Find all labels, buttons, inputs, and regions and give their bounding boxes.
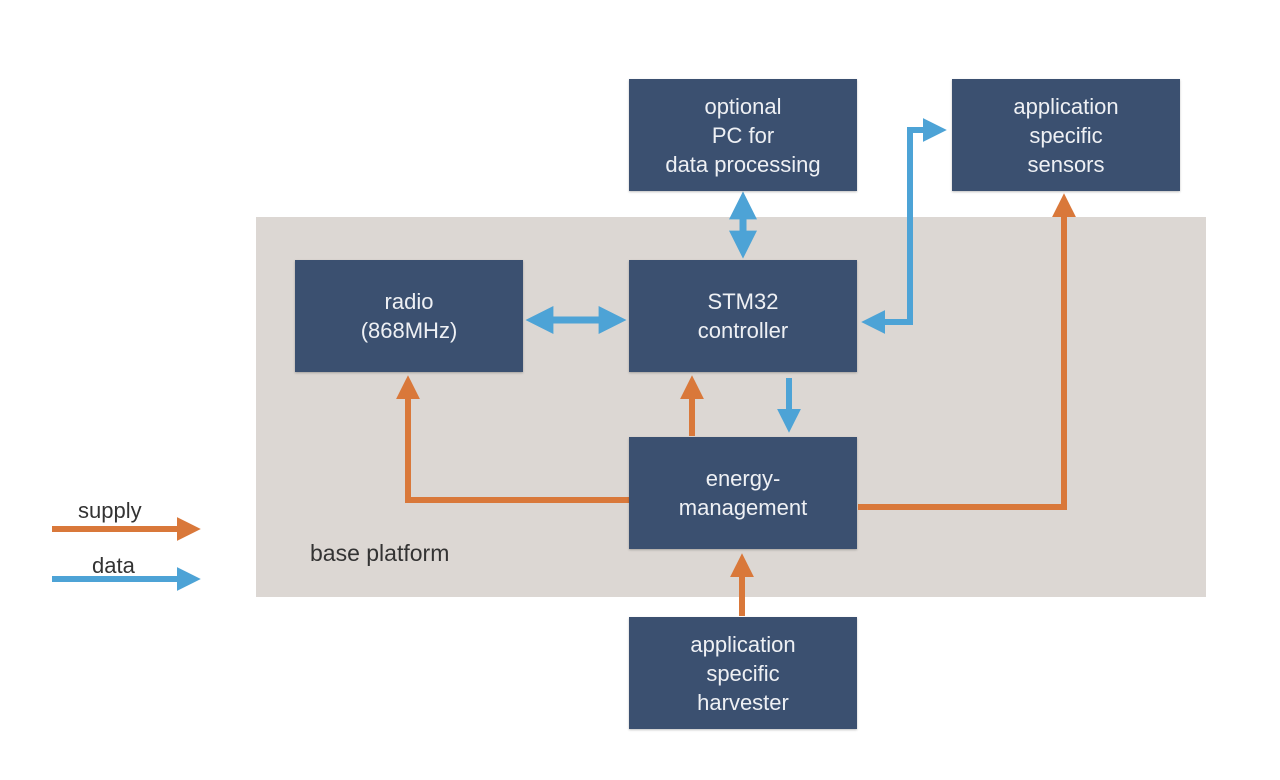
- link-controller-sensors: [861, 118, 947, 334]
- sensors-block: application specific sensors: [952, 79, 1180, 191]
- energy-management-block: energy-management: [629, 437, 857, 549]
- block-text-line: harvester: [697, 689, 789, 715]
- block-text-line: energy-: [705, 466, 781, 491]
- legend-supply-label: supply: [78, 498, 142, 523]
- block-text-line: sensors: [1027, 151, 1105, 177]
- block-text-line: application: [1013, 93, 1119, 119]
- radio-block: radio (868MHz): [295, 260, 523, 372]
- block-text-line: management: [678, 495, 808, 520]
- link-energy-radio: [396, 375, 630, 503]
- block-text-line: data processing: [665, 151, 821, 177]
- block-text-line: specific: [706, 660, 780, 686]
- base-platform-label: base platform: [310, 540, 450, 566]
- block-text-line: optional: [704, 93, 782, 119]
- harvester-block: application specific harvester: [629, 617, 857, 729]
- pc-block: optional PC for data processing: [629, 79, 857, 191]
- block-text-line: application: [690, 631, 796, 657]
- controller-block: STM32 controller: [629, 260, 857, 372]
- block-text-line: STM32: [707, 289, 779, 314]
- link-energy-sensors: [858, 193, 1076, 510]
- block-text-line: specific: [1029, 122, 1103, 148]
- legend-data-label: data: [92, 553, 135, 578]
- block-text-line: (868MHz): [360, 318, 458, 343]
- block-text-line: radio: [384, 289, 434, 314]
- block-text-line: PC for: [711, 122, 775, 148]
- block-text-line: controller: [697, 318, 789, 343]
